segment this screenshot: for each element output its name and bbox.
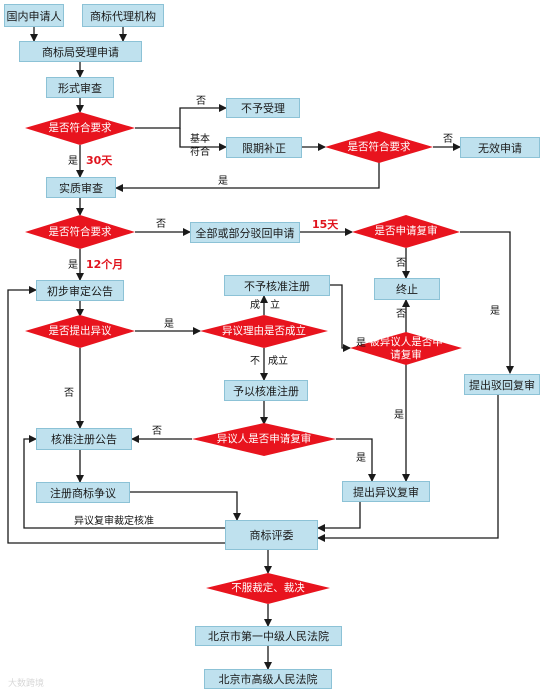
- label-12-months: 12个月: [86, 258, 124, 271]
- decision-apply-review-text: 是否申请复审: [374, 225, 438, 237]
- label-yes-opposition: 是: [164, 319, 174, 330]
- label-not-established-1: 不: [250, 356, 260, 367]
- label-yes-opposed: 是: [394, 410, 404, 421]
- box-registered-dispute: 注册商标争议: [36, 482, 130, 503]
- edge-review-yes-rejection-review: [460, 231, 514, 374]
- decision-opposed-party-review-text: 被异议人是否申请复审: [369, 335, 443, 361]
- edge-formal-basic-correction: [179, 128, 227, 151]
- box-trademark-agency: 商标代理机构: [82, 4, 164, 27]
- edge-rej-review-to-trab: [317, 395, 499, 542]
- label-basic-1: 基本: [190, 134, 210, 145]
- decision-opposition-filed-text: 是否提出异议: [48, 325, 112, 337]
- decision-correction-ok-text: 是否符合要求: [347, 140, 411, 153]
- diamond-opposed-party-review: [350, 332, 462, 365]
- watermark: 大数跨境: [8, 679, 45, 689]
- box-full-partial-reject: 全部或部分驳回申请: [190, 222, 300, 243]
- decision-formal-ok-text: 是否符合要求: [48, 122, 112, 134]
- diamond-disagree: [206, 573, 330, 604]
- label-no-substantive: 否: [156, 219, 166, 230]
- box-rejection-review: 提出驳回复审: [464, 374, 540, 395]
- decision-disagree-text: 不服裁定、裁决: [231, 582, 305, 594]
- box-trab: 商标评委: [225, 520, 318, 550]
- edge-opp-review-to-trab: [317, 502, 361, 532]
- diamond-opposition-grounds: [200, 315, 328, 348]
- box-substantive-exam: 实质审查: [46, 177, 116, 198]
- decision-substantive-ok-text: 是否符合要求: [48, 225, 112, 238]
- label-established-1: 成: [250, 300, 260, 311]
- edge-opponent-yes-opp-review: [336, 438, 376, 482]
- box-terminate: 终止: [374, 278, 440, 300]
- box-not-approved-registration: 不予核准注册: [224, 275, 330, 296]
- diamond-correction-ok: [325, 131, 433, 163]
- box-domestic-applicant: 国内申请人: [4, 4, 64, 27]
- label-no-invalid: 否: [443, 134, 453, 145]
- label-yes-grounds: 是: [356, 338, 366, 349]
- box-opposition-review: 提出异议复审: [342, 481, 430, 502]
- box-approve-registration: 予以核准注册: [224, 380, 308, 401]
- edge-notapproved-to-opposed-decision: [330, 284, 351, 352]
- box-correction: 限期补正: [226, 137, 302, 158]
- diamond-opposition-filed: [25, 315, 135, 348]
- label-no-opposed: 否: [396, 309, 406, 320]
- box-invalid-application: 无效申请: [460, 137, 540, 158]
- label-15-days: 15天: [312, 218, 339, 231]
- edge-trab-to-approved-announce: [23, 435, 225, 529]
- label-no-opposition: 否: [64, 388, 74, 399]
- label-review-ruling-approve: 异议复审裁定核准: [74, 516, 154, 527]
- label-30-days: 30天: [86, 154, 113, 167]
- box-office-accept: 商标局受理申请: [19, 41, 142, 62]
- box-court-high: 北京市高级人民法院: [204, 669, 332, 689]
- diamond-apply-review: [352, 215, 460, 248]
- diamond-opponent-review: [192, 423, 336, 456]
- diamond-substantive-ok: [25, 215, 135, 249]
- decision-opponent-review-text: 异议人是否申请复审: [216, 433, 312, 445]
- diamond-formal-ok: [25, 112, 135, 145]
- label-yes-substantive: 是: [68, 260, 78, 271]
- label-not-established-2: 成立: [268, 356, 288, 367]
- decision-opposition-grounds-text: 异议理由是否成立: [222, 325, 306, 337]
- edge-correction-yes-substantive: [115, 162, 380, 192]
- box-preliminary-announce: 初步审定公告: [36, 280, 124, 301]
- label-no-reject: 否: [196, 96, 206, 107]
- label-yes-review: 是: [490, 306, 500, 317]
- edge-trab-back-to-prelim: [7, 286, 225, 544]
- label-yes-formal: 是: [68, 156, 78, 167]
- label-no-review: 否: [396, 258, 406, 269]
- edge-formal-no-reject: [135, 104, 227, 129]
- box-formal-exam: 形式审查: [46, 77, 114, 98]
- label-yes-correction: 是: [218, 176, 228, 187]
- box-approved-announce: 核准注册公告: [36, 428, 132, 450]
- box-reject-accept: 不予受理: [226, 98, 300, 118]
- label-no-opponent: 否: [152, 426, 162, 437]
- label-established-2: 立: [270, 300, 280, 311]
- label-basic-2: 符合: [190, 147, 210, 158]
- label-yes-opponent: 是: [356, 453, 366, 464]
- box-court-first: 北京市第一中级人民法院: [195, 626, 342, 646]
- edge-dispute-to-trab: [130, 491, 241, 521]
